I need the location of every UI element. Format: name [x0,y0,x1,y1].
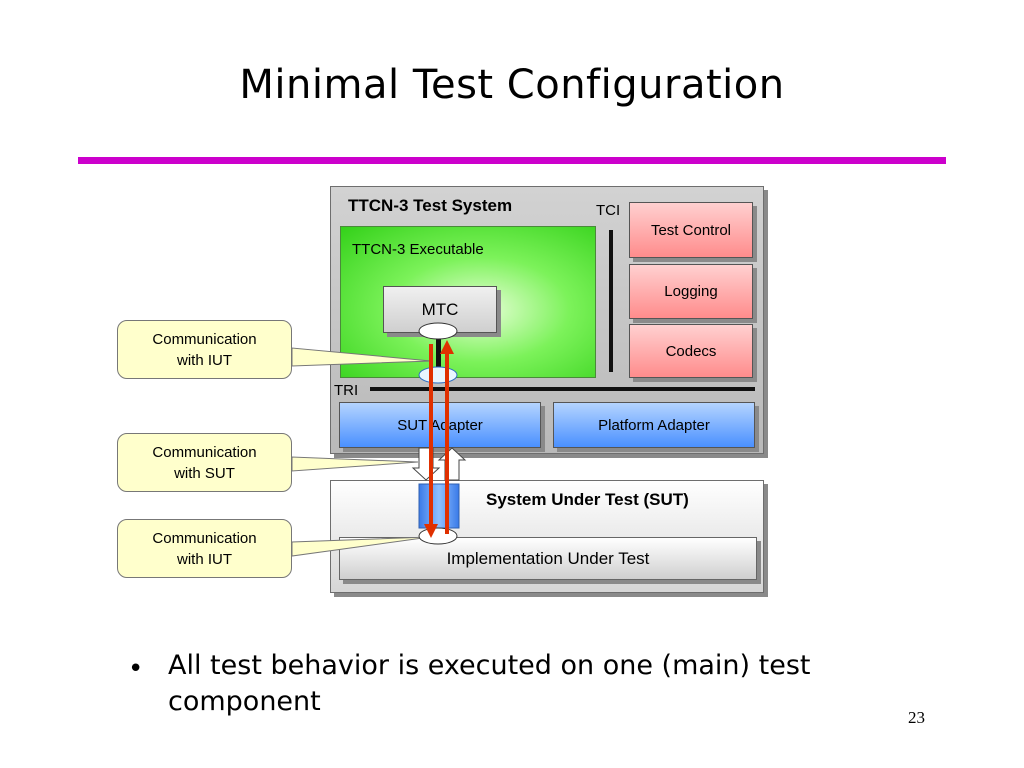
platform-adapter-label: Platform Adapter [598,416,710,434]
slide-title: Minimal Test Configuration [239,62,785,108]
callout-pointer-1 [291,347,432,367]
up-hollow-arrow [437,447,467,481]
callout-line2: with IUT [176,351,232,369]
mtc-label: MTC [421,299,459,319]
test-configuration-diagram: TTCN-3 Test System TCI TTCN-3 Executable… [117,186,764,593]
codecs-box: Codecs [629,324,753,378]
bullet-text: All test behavior is executed on one (ma… [168,650,811,717]
tci-interface-bar [609,230,613,372]
iut-label: Implementation Under Test [446,548,650,568]
test-system-title: TTCN-3 Test System [348,196,513,215]
bullet-dot: • [128,654,144,684]
mtc-port-stem [436,333,441,375]
connector-overlay [291,230,755,557]
codecs-label: Codecs [665,342,717,360]
tri-interface-line [370,387,755,391]
iut-port [418,527,458,545]
sut-adapter-label: SUT Adapter [397,416,483,434]
test-control-label: Test Control [650,221,732,239]
down-hollow-arrow [411,447,441,481]
callout-line1: Communication [152,443,257,461]
iut-box: Implementation Under Test [339,537,757,580]
callout-line1: Communication [152,529,257,547]
callout-communication-iut-top: Communication with IUT [117,320,292,379]
logging-label: Logging [664,283,718,300]
callout-pointer-2 [291,456,419,472]
up-arrowhead [440,340,454,354]
callout-pointer-3 [291,536,431,557]
callout-line1: Communication [152,330,257,348]
title-divider [78,157,946,164]
tri-port [418,366,458,384]
down-arrowhead [424,524,438,538]
executable-label: TTCN-3 Executable [352,241,484,258]
platform-adapter-box: Platform Adapter [553,402,755,448]
tri-label: TRI [334,382,359,399]
sut-title: System Under Test (SUT) [486,490,689,509]
logging-box: Logging [629,264,753,319]
sut-adapter-box: SUT Adapter [339,402,541,448]
test-control-box: Test Control [629,202,753,258]
callout-line2: with IUT [176,550,232,568]
callout-line2: with SUT [174,464,235,482]
callout-communication-iut-bottom: Communication with IUT [117,519,292,578]
callout-communication-sut: Communication with SUT [117,433,292,492]
sut-port-column [418,483,460,529]
page-number: 23 [908,708,925,727]
mtc-port [418,322,458,340]
tci-label: TCI [596,202,621,219]
